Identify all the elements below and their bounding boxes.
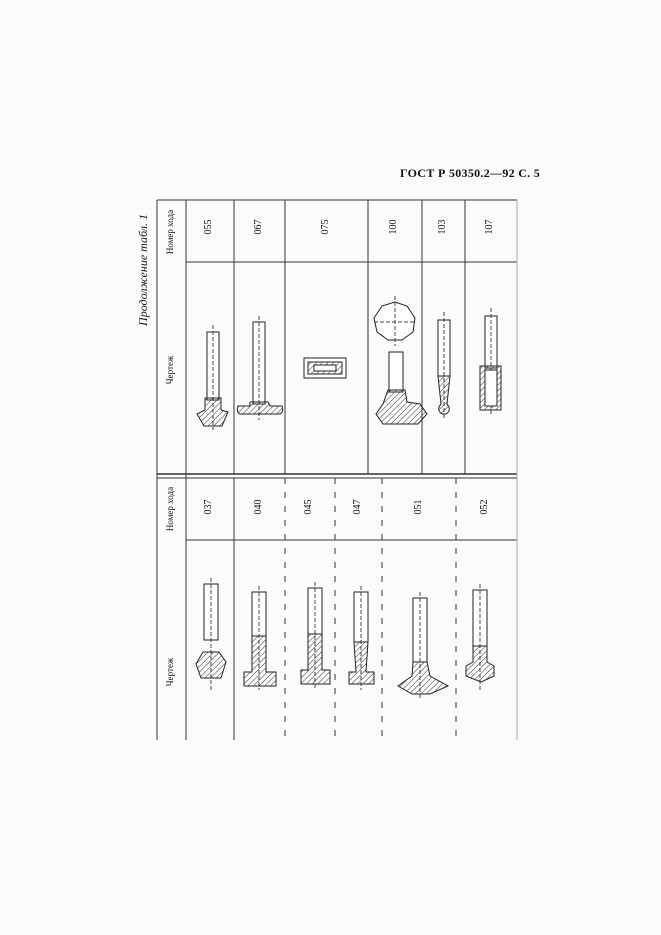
code-cell-107: 107 [484, 219, 495, 235]
tool-drawing-100 [373, 296, 428, 425]
column-header-code-upper: Номер хода [165, 209, 175, 255]
code-cell-040: 040 [253, 499, 264, 515]
tool-drawing-037 [195, 578, 227, 690]
page-header: ГОСТ Р 50350.2—92 С. 5 [400, 166, 541, 180]
tool-drawing-045 [300, 582, 331, 690]
tool-drawing-067 [236, 316, 284, 420]
code-cell-055: 055 [203, 219, 214, 235]
tool-drawing-075 [303, 357, 347, 379]
code-cell-100: 100 [388, 219, 399, 235]
code-cell-037: 037 [203, 499, 214, 515]
code-cell-067: 067 [253, 219, 264, 235]
tool-drawing-047 [348, 586, 375, 690]
tool-drawing-055 [196, 325, 229, 430]
code-cell-103: 103 [437, 219, 448, 235]
code-cell-047: 047 [352, 499, 363, 515]
code-cell-075: 075 [320, 219, 331, 235]
code-cell-045: 045 [303, 499, 314, 515]
tool-drawing-052 [465, 584, 495, 690]
tool-drawing-103 [437, 312, 451, 420]
tool-drawing-107 [479, 308, 502, 416]
column-header-drawing-lower: Чертеж [165, 657, 175, 687]
code-cell-051: 051 [413, 499, 424, 515]
tool-drawing-051 [397, 592, 450, 700]
code-cell-052: 052 [479, 499, 490, 515]
column-header-code-lower: Номер хода [165, 486, 175, 532]
tool-drawing-040 [243, 586, 277, 690]
column-header-drawing-upper: Чертеж [165, 355, 175, 385]
